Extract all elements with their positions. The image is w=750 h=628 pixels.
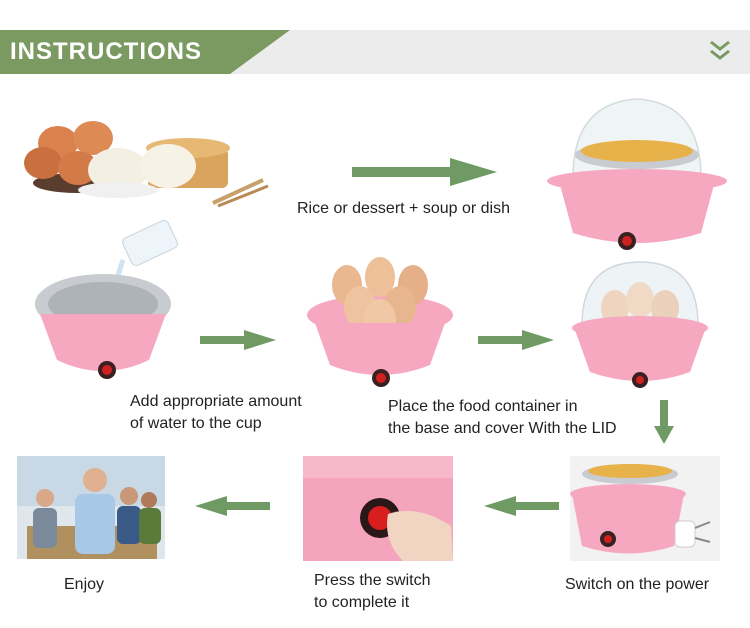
arrow-right-2 (200, 330, 276, 350)
water-bowl-image (35, 219, 178, 379)
caption-press-switch: Press the switch to complete it (314, 572, 431, 611)
caption-enjoy: Enjoy (64, 576, 105, 593)
caption-switch-power: Switch on the power (565, 576, 710, 593)
caption-place-food: Place the food container in the base and… (388, 398, 617, 437)
arrow-right-3 (478, 330, 554, 350)
arrow-down (654, 400, 674, 444)
caption-rice-soup: Rice or dessert + soup or dish (297, 200, 510, 217)
cooker-plug-image (570, 456, 720, 561)
header-bar: INSTRUCTIONS (0, 30, 750, 74)
title-band (0, 30, 290, 74)
caption-add-water: Add appropriate amount of water to the c… (130, 393, 302, 432)
press-switch-image (303, 456, 453, 561)
arrow-left-2 (484, 496, 559, 516)
people-enjoy-photo (17, 456, 165, 559)
page-title: INSTRUCTIONS (10, 38, 202, 65)
arrow-right-1 (352, 158, 497, 186)
cooker-dish-image (547, 98, 727, 250)
arrow-left-1 (195, 496, 270, 516)
chevrons-down-icon[interactable] (708, 38, 732, 64)
eggs-buns-image (24, 121, 269, 208)
covered-eggs-cooker-image (572, 261, 708, 388)
eggs-in-cooker-image (307, 257, 453, 387)
